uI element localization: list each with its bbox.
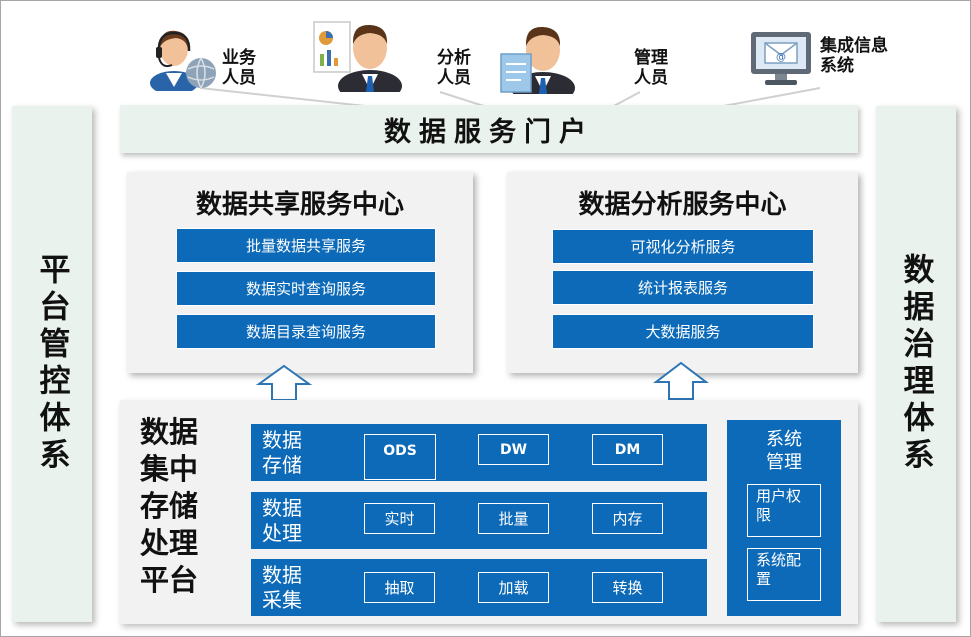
collection-chip-transform: 转换 <box>592 572 663 603</box>
manager-icon <box>500 26 575 94</box>
data-governance-column: 数据治理体系 <box>876 106 956 622</box>
row-label: 数据 处理 <box>262 496 302 545</box>
user-label-analyst: 分析 人员 <box>437 48 471 88</box>
svg-text:@: @ <box>776 52 786 63</box>
analysis-service-item: 大数据服务 <box>552 314 814 349</box>
analysis-center-title: 数据分析服务中心 <box>578 190 787 220</box>
data-service-portal: 数据服务门户 <box>120 105 858 153</box>
user-label-manager: 管理 人员 <box>634 48 668 88</box>
processing-chip-batch: 批量 <box>478 503 549 534</box>
computer-email-icon: @ <box>751 32 811 85</box>
row-label: 数据 采集 <box>262 563 302 612</box>
platform-control-column: 平台管控体系 <box>12 106 92 622</box>
support-agent-icon <box>150 30 216 91</box>
processing-chip-memory: 内存 <box>592 503 663 534</box>
analysis-service-item: 统计报表服务 <box>552 270 814 305</box>
collection-chip-extract: 抽取 <box>364 572 435 603</box>
up-arrow-icon <box>256 364 312 401</box>
system-management-panel: 系统 管理 用户权 限 系统配 置 <box>727 420 841 616</box>
collection-chip-load: 加载 <box>478 572 549 603</box>
user-label-business: 业务 人员 <box>222 48 256 88</box>
data-collection-row: 数据 采集 抽取 加载 转换 <box>251 559 707 616</box>
processing-chip-realtime: 实时 <box>364 503 435 534</box>
data-analysis-service-center: 数据分析服务中心 可视化分析服务 统计报表服务 大数据服务 <box>507 172 858 373</box>
sharing-service-item: 数据目录查询服务 <box>176 314 436 349</box>
platform-control-label: 平台管控体系 <box>33 253 70 475</box>
sharing-service-item: 数据实时查询服务 <box>176 271 436 306</box>
data-processing-row: 数据 处理 实时 批量 内存 <box>251 492 707 549</box>
storage-chip-dw: DW <box>478 434 549 465</box>
platform-title: 数据 集中 存储 处理 平台 <box>140 415 199 597</box>
row-label: 数据 存储 <box>262 428 302 477</box>
up-arrow-icon <box>653 361 709 400</box>
storage-chip-dm: DM <box>592 434 663 465</box>
sharing-center-title: 数据共享服务中心 <box>195 190 404 220</box>
analyst-icon <box>313 21 402 92</box>
portal-title: 数据服务门户 <box>384 116 594 148</box>
system-config-box: 系统配 置 <box>747 548 821 601</box>
system-management-title: 系统 管理 <box>766 429 802 473</box>
analysis-service-item: 可视化分析服务 <box>552 229 814 264</box>
data-sharing-service-center: 数据共享服务中心 批量数据共享服务 数据实时查询服务 数据目录查询服务 <box>127 172 473 373</box>
data-governance-label: 数据治理体系 <box>897 253 934 475</box>
data-storage-row: 数据 存储 ODS DW DM <box>251 424 707 481</box>
user-permissions-box: 用户权 限 <box>747 484 821 537</box>
user-label-integration-system: 集成信息 系统 <box>820 36 888 76</box>
storage-chip-ods: ODS <box>364 434 436 480</box>
sharing-service-item: 批量数据共享服务 <box>176 228 436 263</box>
